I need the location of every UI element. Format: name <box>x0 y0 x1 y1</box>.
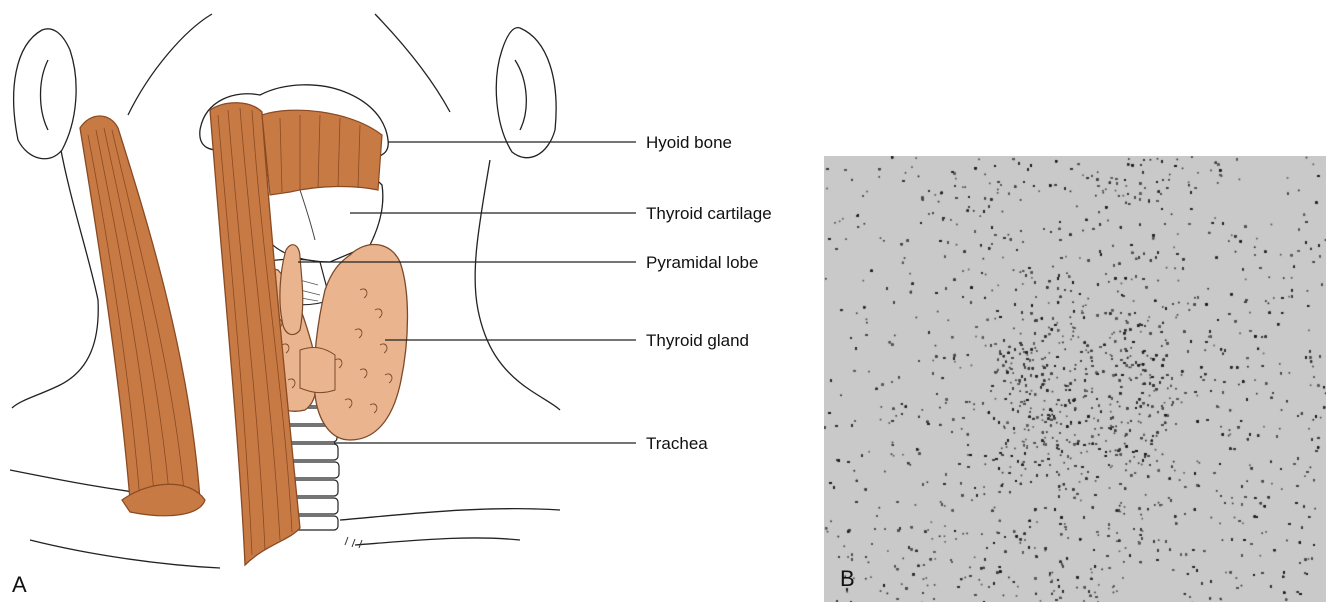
sternal-notch-marks <box>345 537 362 548</box>
label-trachea: Trachea <box>646 435 708 452</box>
pyramidal-lobe <box>280 245 303 335</box>
panel-b-thyroid-scan: B <box>824 156 1326 602</box>
panel-letter-a: A <box>12 574 27 596</box>
ear-right <box>496 28 556 158</box>
label-hyoid-bone: Hyoid bone <box>646 134 732 151</box>
ear-left <box>14 29 76 159</box>
thyroid-scan-image <box>824 156 1326 602</box>
neck-anatomy-illustration <box>0 0 820 602</box>
panel-a-illustration: Hyoid bone Thyroid cartilage Pyramidal l… <box>0 0 820 602</box>
label-thyroid-cartilage: Thyroid cartilage <box>646 205 772 222</box>
label-pyramidal-lobe: Pyramidal lobe <box>646 254 758 271</box>
panel-letter-b: B <box>840 568 855 590</box>
label-thyroid-gland: Thyroid gland <box>646 332 749 349</box>
